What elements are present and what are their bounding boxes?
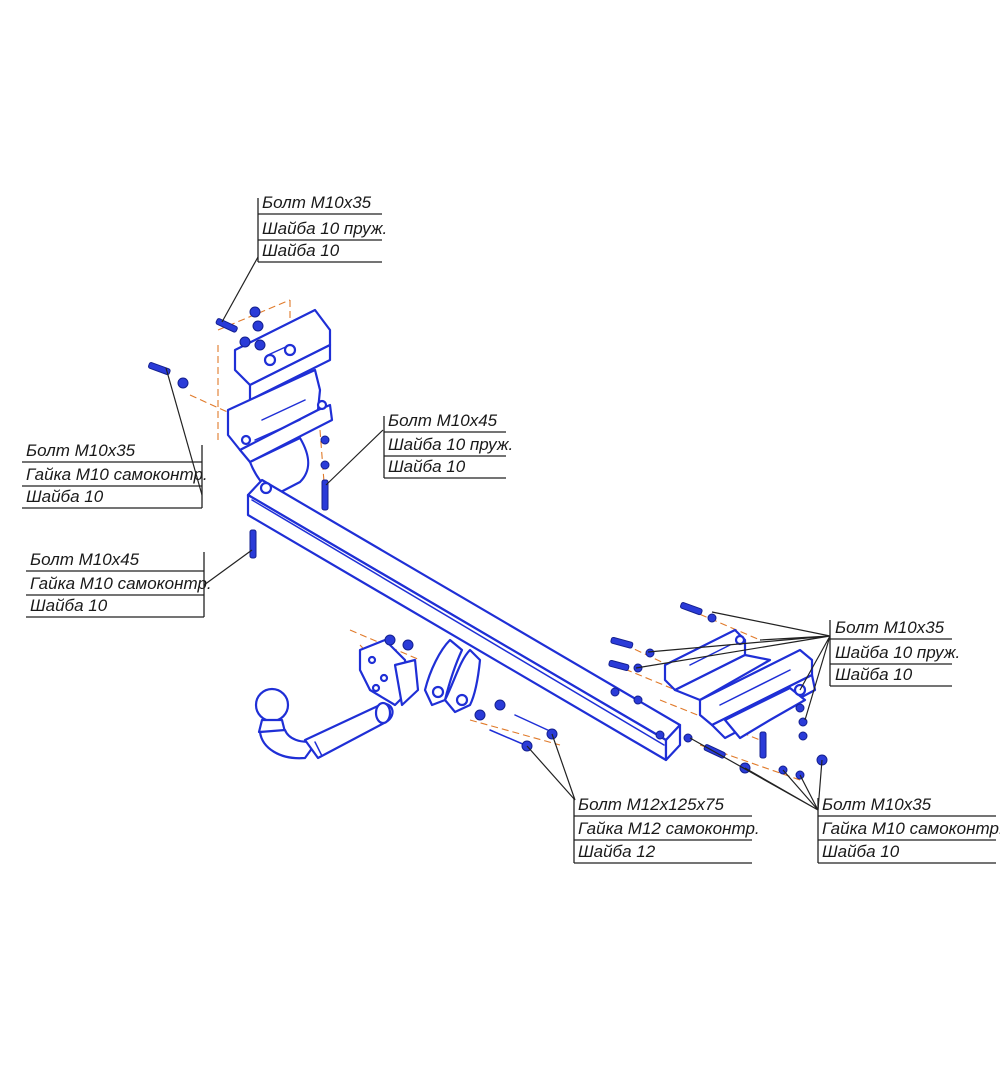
bolt-icon [321, 479, 329, 511]
callout-left-beam-bolts: Болт М10х45 Гайка М10 самоконтр. Шайба 1… [26, 550, 212, 618]
callout-line: Болт М10х35 [835, 618, 945, 637]
callout-line: Болт М12х125х75 [578, 795, 725, 814]
callout-left-bracket-bolts: Болт М10х35 Гайка М10 самоконтр. Шайба 1… [22, 441, 208, 509]
cross-beam [246, 478, 682, 762]
washer-icon [645, 648, 655, 658]
callout-right-lower-bolts: Болт М10х35 Гайка М10 самоконтр. Шайба 1… [817, 795, 1000, 864]
washer-icon [254, 339, 266, 351]
bolt-icon [759, 731, 767, 759]
nut-icon [177, 377, 189, 389]
washer-icon [795, 703, 805, 713]
bolt-icon [489, 714, 553, 746]
nut-icon [474, 709, 486, 721]
callout-line: Болт М10х45 [388, 411, 498, 430]
bolt-icon [249, 529, 257, 559]
washer-icon [239, 336, 251, 348]
callout-top-bracket-bolts: Болт М10х35 Шайба 10 пруж. Шайба 10 [257, 193, 387, 263]
callout-right-bracket-bolts: Болт М10х35 Шайба 10 пруж. Шайба 10 [829, 618, 960, 687]
washer-icon [633, 695, 643, 705]
right-bracket [663, 628, 817, 740]
callout-line: Гайка М10 самоконтр. [26, 465, 208, 484]
washer-icon [402, 639, 414, 651]
washer-icon [252, 320, 264, 332]
washer-icon [707, 613, 717, 623]
callout-line: Болт М10х35 [822, 795, 932, 814]
bolt-icon [148, 362, 171, 376]
callout-line: Шайба 10 пруж. [388, 435, 513, 454]
callout-line: Шайба 10 пруж. [835, 643, 960, 662]
callout-line: Шайба 10 пруж. [262, 219, 387, 238]
bolt-icon [610, 636, 634, 649]
leader-lines [165, 256, 831, 811]
callout-line: Шайба 10 [262, 241, 340, 260]
callout-line: Гайка М12 самоконтр. [578, 819, 760, 838]
callout-line: Шайба 10 [822, 842, 900, 861]
callout-line: Гайка М10 самоконтр. [822, 819, 1000, 838]
washer-icon [494, 699, 506, 711]
washer-icon [320, 460, 330, 470]
bolt-icon [215, 318, 238, 333]
center-mounting-plates [358, 638, 482, 714]
bolt-icon [680, 602, 703, 616]
callout-towball-bolts: Болт М12х125х75 Гайка М12 самоконтр. Шай… [573, 795, 760, 864]
callout-upper-middle-bolts: Болт М10х45 Шайба 10 пруж. Шайба 10 [383, 411, 513, 479]
callout-line: Болт М10х45 [30, 550, 140, 569]
washer-icon [610, 687, 620, 697]
callout-line: Болт М10х35 [26, 441, 136, 460]
callout-line: Гайка М10 самоконтр. [30, 574, 212, 593]
tow-ball [254, 687, 394, 760]
bolt-icon [608, 659, 630, 672]
callout-line: Шайба 10 [388, 457, 466, 476]
washer-icon [249, 306, 261, 318]
washer-icon [798, 731, 808, 741]
callout-line: Шайба 10 [30, 596, 108, 615]
callout-line: Шайба 10 [26, 487, 104, 506]
washer-icon [384, 634, 396, 646]
washer-icon [655, 730, 665, 740]
callout-line: Болт М10х35 [262, 193, 372, 212]
upper-left-bracket [226, 308, 334, 497]
callout-line: Шайба 12 [578, 842, 656, 861]
washer-icon [320, 435, 330, 445]
fastener-hardware [148, 306, 828, 780]
callout-line: Шайба 10 [835, 665, 913, 684]
washer-icon [683, 733, 693, 743]
